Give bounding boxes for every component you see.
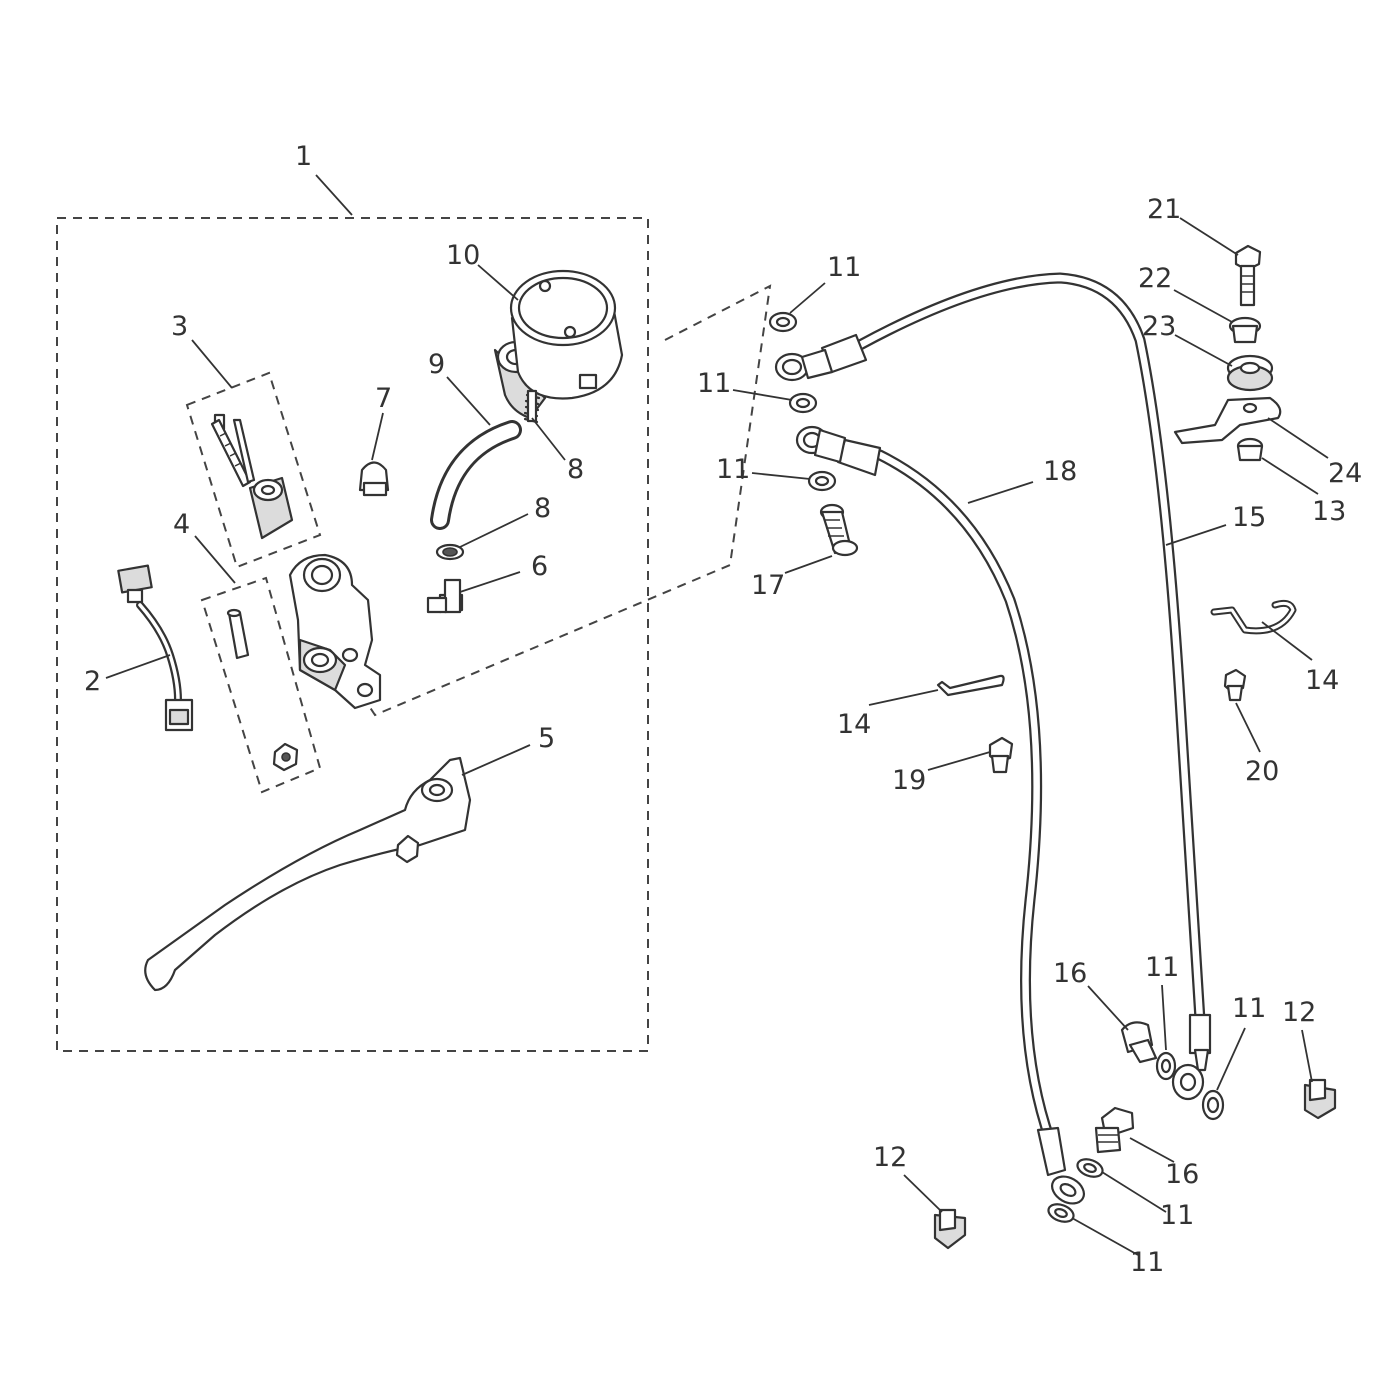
master-cylinder-body <box>288 553 382 710</box>
callout-11b: 11 <box>697 368 731 399</box>
banjo-bolt-part-17 <box>819 503 859 557</box>
callout-19: 19 <box>892 765 926 796</box>
collar-part-22 <box>1228 316 1262 344</box>
callout-21: 21 <box>1147 194 1181 225</box>
callout-5: 5 <box>538 723 555 754</box>
callout-11a: 11 <box>827 252 861 283</box>
callout-15: 15 <box>1232 502 1266 533</box>
callout-labels: 1 2 3 4 5 6 7 8 8 9 10 11 11 11 11 11 11… <box>84 141 1362 1278</box>
callout-24: 24 <box>1328 458 1362 489</box>
short-hose-part-9 <box>430 420 522 530</box>
callout-3: 3 <box>171 311 188 342</box>
callout-20: 20 <box>1245 756 1279 787</box>
grommet-part-23 <box>1226 354 1274 392</box>
hose-guide-part-14-left <box>936 674 1005 697</box>
nut-part-13 <box>1236 437 1264 462</box>
callout-1: 1 <box>295 141 312 172</box>
assembly-3-box <box>185 371 322 569</box>
callout-11d: 11 <box>1145 952 1179 983</box>
upper-brake-hose-part-15 <box>774 272 1212 1101</box>
callout-16b: 16 <box>1165 1159 1199 1190</box>
callout-13: 13 <box>1312 496 1346 527</box>
pivot-nut-part-4 <box>272 742 299 772</box>
spring-part-8 <box>523 389 541 424</box>
callout-11c: 11 <box>716 454 750 485</box>
banjo-bolt-part-16-lower <box>1094 1106 1135 1154</box>
callout-10: 10 <box>446 240 480 271</box>
callout-11f: 11 <box>1160 1200 1194 1231</box>
callout-8b: 8 <box>534 493 551 524</box>
hose-guide-part-14-right <box>1210 599 1297 635</box>
bleed-nipple-part-7 <box>358 461 390 497</box>
brake-switch-part-2 <box>117 564 194 732</box>
callout-7: 7 <box>375 383 392 414</box>
callout-16a: 16 <box>1053 958 1087 989</box>
callout-12b: 12 <box>873 1142 907 1173</box>
adjuster-part-3 <box>210 413 294 540</box>
callout-18: 18 <box>1043 456 1077 487</box>
callout-11e: 11 <box>1232 993 1266 1024</box>
callout-8a: 8 <box>567 454 584 485</box>
hose-clip-part-12-right <box>1303 1078 1337 1120</box>
bolt-part-21 <box>1234 244 1262 307</box>
banjo-bolt-part-16-upper <box>1120 1021 1158 1064</box>
assembly-1-box <box>56 217 649 1052</box>
hose-clip-part-12-left <box>933 1208 967 1250</box>
washers-part-11 <box>768 311 1225 1223</box>
group-boxes <box>56 217 772 1052</box>
callout-22: 22 <box>1138 263 1172 294</box>
bracket-part-24 <box>1173 396 1282 445</box>
callout-12a: 12 <box>1282 997 1316 1028</box>
callout-6: 6 <box>531 551 548 582</box>
hose-union-box <box>364 284 772 717</box>
callout-17: 17 <box>751 570 785 601</box>
bolt-part-19 <box>988 736 1014 774</box>
callout-9: 9 <box>428 349 445 380</box>
elbow-union-part-6 <box>426 578 464 614</box>
callout-4: 4 <box>173 509 190 540</box>
bolt-part-20 <box>1223 668 1247 702</box>
callout-2: 2 <box>84 666 101 697</box>
lower-brake-hose-part-18 <box>795 425 1085 1205</box>
leader-lines <box>105 174 1329 1256</box>
callout-14b: 14 <box>1305 665 1339 696</box>
brake-lever-part-5 <box>144 756 472 992</box>
callout-23: 23 <box>1142 311 1176 342</box>
callout-14a: 14 <box>837 709 871 740</box>
clip-part-8 <box>435 543 465 561</box>
callout-11g: 11 <box>1130 1247 1164 1278</box>
reservoir-part-10 <box>493 269 624 420</box>
pivot-pin-part-4 <box>226 608 250 660</box>
